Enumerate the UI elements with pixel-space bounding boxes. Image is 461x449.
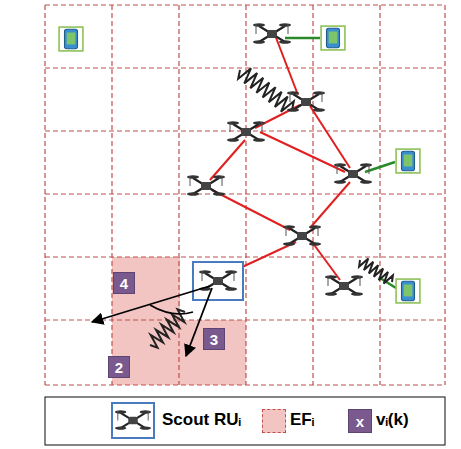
callout-number: 2 — [115, 359, 123, 376]
callout-number-box: 2 — [108, 356, 130, 378]
callout-number-box: 4 — [113, 272, 135, 294]
callout-number-box: 3 — [203, 328, 225, 350]
swatch-symbol: x — [356, 413, 364, 430]
legend-text: Scout RUᵢ — [162, 410, 241, 430]
legend-swatch: x — [348, 409, 372, 433]
callout-number: 3 — [210, 331, 218, 348]
legend-text: vᵢ(k) — [376, 410, 409, 430]
callout-number: 4 — [120, 275, 128, 292]
legend-text: EFᵢ — [290, 410, 314, 430]
legend-swatch — [262, 409, 286, 433]
